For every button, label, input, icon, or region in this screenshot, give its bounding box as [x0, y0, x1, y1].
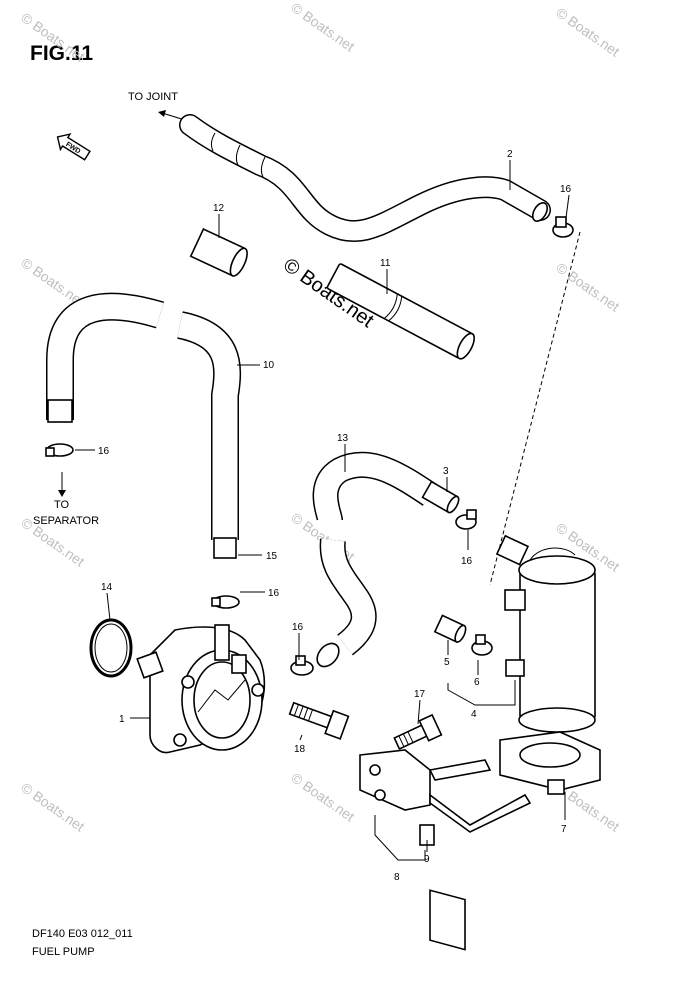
part-17-bolt — [393, 713, 443, 750]
callout-16: 16 — [98, 446, 110, 457]
callout-15: 15 — [266, 551, 278, 562]
watermark-tile: © Boats.net — [18, 779, 87, 834]
part-2-hose — [179, 114, 551, 243]
part-12-sleeve — [189, 228, 248, 277]
callout-3: 3 — [443, 466, 449, 477]
part-16-clip — [455, 509, 477, 530]
part-16-clip — [211, 595, 240, 609]
callout-12: 12 — [213, 203, 225, 214]
part-16-clip — [290, 655, 314, 676]
callout-13: 13 — [337, 433, 349, 444]
arrow-to-joint-icon — [158, 110, 186, 121]
callout-5: 5 — [444, 657, 450, 668]
watermark-tile: © Boats.net — [288, 0, 357, 55]
callout-14: 14 — [101, 582, 113, 593]
callout-2: 2 — [507, 149, 513, 160]
callouts: 1 2 3 4 5 6 7 8 9 10 11 12 13 14 15 16 1… — [98, 149, 572, 883]
watermark-tile: © Boats.net — [288, 769, 357, 824]
part-18-bolt — [288, 701, 350, 740]
callout-1: 1 — [119, 714, 125, 725]
to-separator-label-2: SEPARATOR — [33, 515, 99, 527]
callout-7: 7 — [561, 824, 567, 835]
callout-9: 9 — [424, 854, 430, 865]
part-3-fitting — [421, 480, 460, 514]
callout-17: 17 — [414, 689, 426, 700]
part-13-hose — [312, 451, 438, 668]
part-16-clip — [552, 216, 574, 238]
callout-16: 16 — [268, 588, 280, 599]
callout-16: 16 — [461, 556, 473, 567]
part-7-bracket — [499, 731, 601, 795]
part-10-hose — [46, 292, 242, 559]
callout-6: 6 — [474, 677, 480, 688]
fwd-arrow-icon: FWD — [56, 133, 91, 161]
part-16-clip — [45, 443, 74, 457]
figure-title: FIG.11 — [30, 42, 94, 65]
callout-4: 4 — [471, 709, 477, 720]
part-14-o-ring — [89, 618, 133, 678]
part-11-hose — [326, 263, 475, 360]
figure-caption: FUEL PUMP — [32, 946, 95, 958]
leader-dashed — [489, 231, 581, 586]
svg-text:FWD: FWD — [64, 141, 81, 155]
part-4-filter — [495, 534, 596, 733]
part-6-clip — [471, 634, 493, 656]
callout-8: 8 — [394, 872, 400, 883]
part-8-bracket — [359, 749, 532, 951]
callout-18: 18 — [294, 744, 306, 755]
part-5-cap — [433, 614, 467, 643]
to-separator-label-1: TO — [54, 499, 70, 511]
watermark-tile: © Boats.net — [553, 259, 622, 314]
callout-16: 16 — [560, 184, 572, 195]
part-1-fuel-pump — [136, 624, 266, 754]
callout-16: 16 — [292, 622, 304, 633]
watermark-tile: © Boats.net — [18, 9, 87, 64]
callout-11: 11 — [380, 258, 391, 269]
leader-lines — [75, 160, 570, 861]
to-joint-label: TO JOINT — [128, 91, 178, 103]
model-code: DF140 E03 012_011 — [32, 928, 133, 940]
callout-10: 10 — [263, 360, 275, 371]
watermark-tile: © Boats.net — [553, 4, 622, 59]
